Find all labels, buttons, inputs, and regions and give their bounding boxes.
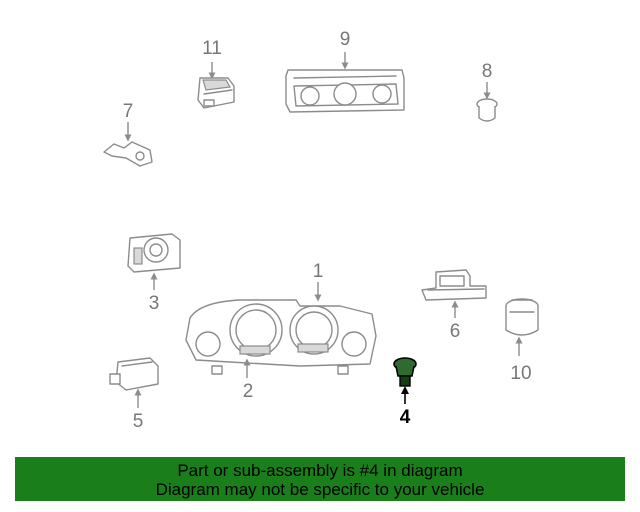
- info-banner: Part or sub-assembly is #4 in diagram Di…: [15, 457, 625, 501]
- part-5-module[interactable]: [109, 357, 159, 408]
- parts-diagram: [103, 52, 539, 408]
- part-9-control-panel[interactable]: [285, 52, 405, 113]
- callout-5: 5: [132, 411, 144, 432]
- part-7-bracket[interactable]: [103, 122, 153, 167]
- callout-11: 11: [202, 38, 222, 59]
- part-10-knob-assembly[interactable]: [505, 298, 539, 356]
- banner-line-1: Part or sub-assembly is #4 in diagram: [177, 461, 463, 480]
- callout-7: 7: [122, 101, 134, 122]
- part-1-instrument-cluster[interactable]: [185, 282, 377, 378]
- callout-4: 4: [399, 407, 411, 428]
- banner-line-2: Diagram may not be specific to your vehi…: [155, 480, 485, 499]
- callout-2: 2: [242, 381, 254, 402]
- callout-6: 6: [449, 321, 461, 342]
- callout-1: 1: [312, 261, 324, 282]
- part-8-knob[interactable]: [476, 82, 498, 122]
- callout-10: 10: [510, 363, 532, 384]
- part-3-headlamp-switch[interactable]: [127, 233, 181, 290]
- part-4-plug-highlighted[interactable]: [393, 357, 417, 404]
- part-6-switch-bank[interactable]: [421, 269, 487, 318]
- callout-8: 8: [481, 61, 493, 82]
- callout-3: 3: [148, 293, 160, 314]
- callout-9: 9: [339, 29, 351, 50]
- part-11-switch[interactable]: [197, 62, 235, 109]
